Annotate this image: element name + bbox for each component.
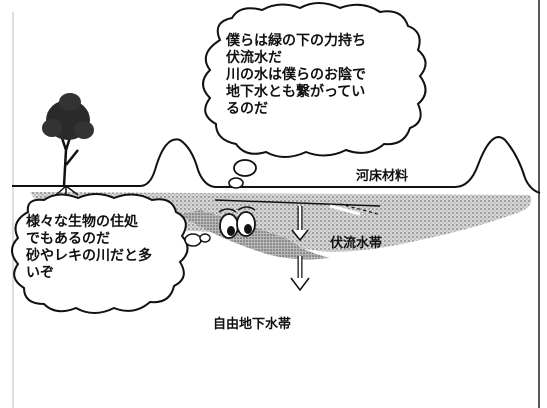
river-to-hyporheic-arrows xyxy=(214,199,381,216)
top-bubble-line: るのだ xyxy=(226,101,268,117)
water-character-eyes-icon xyxy=(218,206,256,239)
top-bubble-tail-2 xyxy=(228,177,244,189)
left-bubble-line: 砂やレキの川だと多 xyxy=(26,248,152,264)
riverbed-material-label: 河床材料 xyxy=(356,169,409,184)
left-bubble-line: 様々な生物の住処 xyxy=(26,214,138,230)
left-bubble-text: 様々な生物の住処 でもあるのだ 砂やレキの川だと多 いぞ xyxy=(26,214,152,282)
top-bubble-line: 地下水とも繋がってい xyxy=(226,84,366,100)
tree-icon xyxy=(42,93,94,197)
downward-arrow-icon xyxy=(291,206,309,242)
top-bubble-text: 僕らは緑の下の力持ち 伏流水だ 川の水は僕らのお陰で 地下水とも繋がってい るの… xyxy=(226,33,366,118)
left-bubble-tail-2 xyxy=(199,233,211,243)
left-bubble-line: いぞ xyxy=(26,265,54,281)
left-bubble-tail-1 xyxy=(184,233,202,247)
left-bubble-line: でもあるのだ xyxy=(26,231,110,247)
top-bubble-line: 僕らは緑の下の力持ち xyxy=(226,33,366,49)
top-bubble-line: 川の水は僕らのお陰で xyxy=(226,67,366,83)
downward-arrow-icon xyxy=(290,256,310,292)
free-groundwater-zone-label: 自由地下水帯 xyxy=(213,317,292,332)
hyporheic-zone-label: 伏流水帯 xyxy=(330,236,383,251)
top-thought-bubble xyxy=(202,2,427,158)
top-bubble-line: 伏流水だ xyxy=(226,50,282,66)
top-bubble-tail-1 xyxy=(233,159,257,177)
ground-surface-line xyxy=(12,136,541,194)
hyporheic-sediment xyxy=(180,210,330,260)
left-thought-bubble xyxy=(11,193,189,314)
